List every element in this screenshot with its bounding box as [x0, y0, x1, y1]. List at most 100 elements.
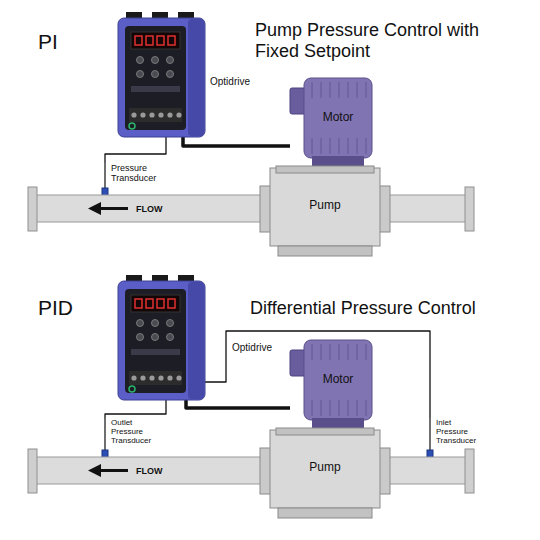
logo-strip: [131, 86, 180, 92]
terminal-screw: [140, 375, 145, 380]
pump-body: Pump: [258, 428, 392, 518]
pipe-band: [34, 457, 468, 484]
cooling-fin: [329, 344, 331, 360]
part-label: Motor: [304, 373, 372, 387]
keypad-button: [152, 334, 159, 341]
terminal-screw: [167, 112, 172, 117]
shape-outline: [118, 12, 205, 137]
cooling-fin: [311, 138, 313, 154]
drive-unit: Optidrive: [118, 12, 205, 137]
mode-label: PID: [38, 296, 73, 320]
terminal-screw: [176, 375, 181, 380]
terminal-screw: [158, 112, 163, 117]
cooling-fin: [338, 400, 340, 416]
display-digit: [168, 36, 175, 45]
transducer-label: Inlet Pressure Transducer: [436, 418, 480, 446]
keypad-button: [152, 57, 159, 64]
keypad-button: [152, 71, 159, 78]
motor-unit: Motor: [290, 340, 372, 428]
cooling-fin: [329, 138, 331, 154]
flow-label: FLOW: [136, 466, 163, 476]
motor-unit: Motor: [290, 78, 372, 166]
cooling-fin: [356, 344, 358, 360]
keypad-button: [167, 57, 174, 64]
motor-feet: [312, 156, 364, 166]
terminal-screw: [131, 112, 136, 117]
drive-housing: [118, 18, 205, 137]
shape-outline: [118, 275, 205, 400]
base-plate: [278, 246, 372, 256]
cooling-fin: [365, 344, 367, 360]
cooling-fin: [365, 400, 367, 416]
base-plate: [278, 508, 372, 518]
keypad-button: [137, 320, 144, 327]
part-label: Motor: [304, 111, 372, 125]
keypad-button: [167, 320, 174, 327]
display-digit: [157, 299, 164, 308]
cooling-fin: [329, 82, 331, 98]
display-digit: [135, 299, 142, 308]
cooling-fin: [320, 82, 322, 98]
cooling-fin: [365, 138, 367, 154]
cooling-fin: [338, 82, 340, 98]
display-digit: [146, 299, 153, 308]
part-label: Pump: [270, 461, 380, 475]
front-panel: [125, 289, 186, 393]
keypad-button: [167, 71, 174, 78]
terminal-strip: [129, 108, 182, 122]
cooling-fin: [347, 344, 349, 360]
terminal-strip: [129, 371, 182, 385]
transducer-label: Outlet Pressure Transducer: [111, 418, 155, 446]
flow-arrowhead: [88, 202, 101, 215]
keypad-button: [137, 71, 144, 78]
keypad-button: [167, 334, 174, 341]
drive-side: [188, 282, 204, 399]
drive-housing: [118, 281, 205, 400]
panel-title: Pump Pressure Control with Fixed Setpoin…: [255, 20, 480, 61]
part-label: Pump: [270, 199, 380, 213]
cooling-fin: [320, 344, 322, 360]
keypad-button: [137, 57, 144, 64]
status-ring: [129, 123, 135, 129]
mount-plate: [276, 428, 374, 435]
drive-unit: Optidrive: [118, 275, 205, 400]
cooling-fin: [311, 82, 313, 98]
status-ring: [129, 386, 135, 392]
terminal-screw: [149, 112, 154, 117]
terminal-screw: [176, 112, 181, 117]
flow-arrowhead: [88, 464, 101, 477]
display-window: [131, 295, 180, 312]
display-digit: [168, 299, 175, 308]
mount-plate: [276, 166, 374, 173]
pressure-transducer: Outlet Pressure Transducer: [99, 418, 155, 458]
cooling-fin: [356, 82, 358, 98]
pipe-flange: [28, 449, 37, 493]
mode-label: PI: [38, 30, 58, 54]
flow-arrow: [98, 207, 128, 210]
pipe-run: FLOW: [28, 186, 474, 232]
cooling-fin: [347, 82, 349, 98]
flow-label: FLOW: [136, 204, 163, 214]
cooling-fin: [311, 344, 313, 360]
keypad-button: [137, 334, 144, 341]
display-digit: [146, 36, 153, 45]
terminal-screw: [131, 375, 136, 380]
pipe-flange: [28, 187, 37, 231]
flow-arrow: [98, 469, 128, 472]
signal-wire: [105, 400, 166, 418]
motor-feet: [312, 418, 364, 428]
motor-cable: [183, 137, 290, 146]
panel-title: Differential Pressure Control: [250, 298, 476, 319]
cooling-fin: [347, 138, 349, 154]
cooling-fin: [338, 344, 340, 360]
motor-frame: [304, 78, 372, 158]
pipe-flange: [465, 187, 474, 231]
pump-body: Pump: [258, 166, 392, 256]
terminal-screw: [158, 375, 163, 380]
drive-side: [188, 19, 204, 136]
shape-outline: [28, 448, 474, 494]
pump-housing: [270, 168, 380, 246]
shape-outline: [28, 186, 474, 232]
motor-cable: [186, 400, 290, 408]
